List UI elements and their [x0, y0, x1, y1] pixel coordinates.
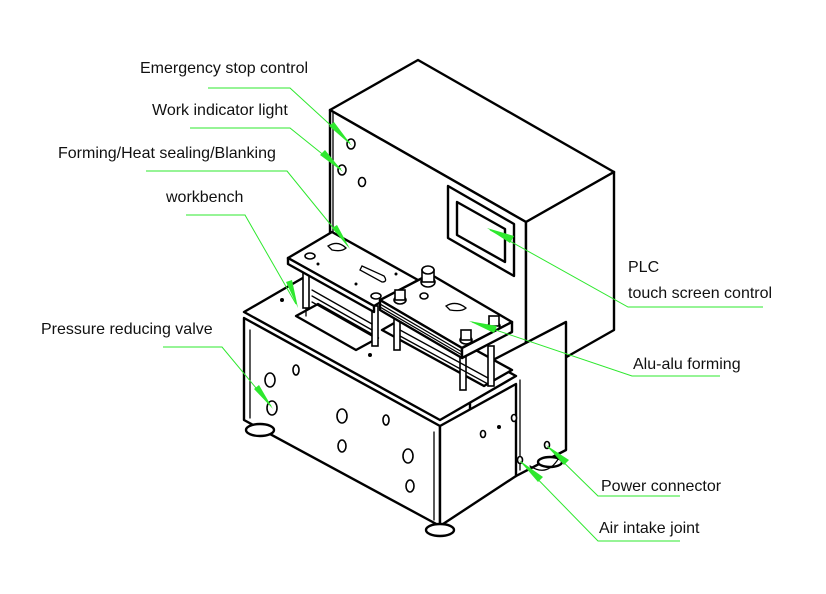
side-hole	[510, 413, 518, 423]
leader-arrowhead	[320, 150, 343, 172]
label-touch-screen-control: touch screen control	[628, 285, 773, 302]
label-forming-heat-sealing-blanking: Forming/Heat sealing/Blanking	[58, 145, 276, 162]
leader-arrowhead	[254, 385, 273, 409]
leader-air	[520, 461, 680, 542]
leader-arrowhead	[519, 460, 543, 482]
plc-touch-screen[interactable]	[455, 200, 507, 264]
valve	[292, 364, 300, 376]
leader-arrowhead	[332, 225, 350, 249]
leader-arrowhead	[487, 228, 514, 243]
side-hole	[479, 429, 487, 439]
work-indicator-light	[337, 164, 347, 176]
gauge	[336, 408, 348, 424]
leader-arrowhead	[546, 445, 569, 465]
leader-plc	[489, 229, 763, 308]
leader-pressure-valve	[163, 346, 272, 407]
leader-arrowhead	[286, 280, 298, 308]
leader-lines	[146, 87, 763, 542]
label-plc: PLC	[628, 259, 660, 276]
label-power-connector: Power connector	[601, 478, 722, 495]
gauge	[337, 439, 347, 453]
side-hole	[497, 425, 501, 429]
leader-alu-forming	[471, 321, 720, 377]
leader-arrowhead	[469, 321, 497, 333]
leader-emergency-stop	[208, 87, 351, 144]
label-pressure-reducing-valve: Pressure reducing valve	[41, 321, 213, 338]
label-air-intake-joint: Air intake joint	[599, 520, 700, 537]
label-alu-alu-forming: Alu-alu forming	[633, 356, 741, 373]
label-emergency-stop-control: Emergency stop control	[140, 60, 309, 77]
gauge	[402, 448, 414, 464]
emergency-stop-button[interactable]	[346, 138, 356, 150]
valve[interactable]	[264, 372, 276, 388]
leader-workbench	[186, 214, 297, 305]
leader-arrowhead	[329, 122, 352, 146]
control-cabinet	[328, 58, 616, 392]
leader-forming	[146, 170, 349, 247]
valve	[382, 414, 390, 426]
label-work-indicator-light: Work indicator light	[152, 102, 288, 119]
label-workbench: workbench	[166, 189, 244, 206]
gauge	[405, 479, 415, 493]
foot	[244, 422, 276, 438]
foot	[424, 522, 456, 538]
cabinet-hole	[357, 176, 367, 188]
